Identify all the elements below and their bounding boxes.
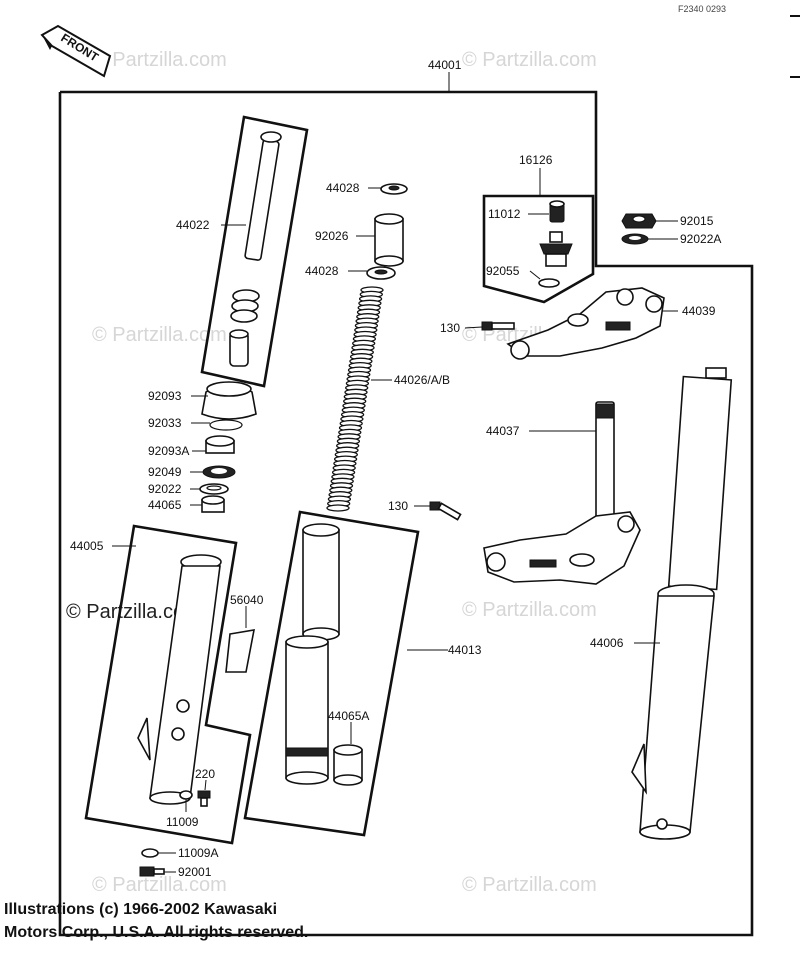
nut-92015	[621, 213, 657, 229]
fork-spring-44026	[326, 286, 384, 512]
label-92015: 92015	[680, 214, 714, 228]
label-44065: 44065	[148, 498, 182, 512]
label-44022: 44022	[176, 218, 210, 232]
label-44065A: 44065A	[328, 709, 369, 723]
label-92093: 92093	[148, 389, 182, 403]
label-92049: 92049	[148, 465, 182, 479]
label-92022A: 92022A	[680, 232, 721, 246]
washer-92022A	[621, 233, 649, 245]
copyright-line-1: Illustrations (c) 1966-2002 Kawasaki	[4, 901, 278, 918]
label-44005: 44005	[70, 539, 104, 553]
label-11009A: 11009A	[178, 846, 218, 860]
damper-rod-44022	[229, 131, 282, 367]
fork-leg-assembly-44006	[631, 367, 733, 840]
label-11012: 11012	[488, 207, 521, 221]
spring-seat-44028-bottom	[366, 266, 396, 280]
label-92055: 92055	[486, 264, 520, 278]
gasket-11009	[179, 790, 193, 800]
dust-seal-92093	[201, 381, 257, 420]
o-ring-92055	[538, 278, 560, 288]
watermark-main: © Partzilla.com	[66, 601, 201, 623]
label-16126: 16126	[519, 153, 553, 167]
label-44037: 44037	[486, 424, 520, 438]
washer-92022	[199, 483, 229, 495]
seal-92093A	[205, 435, 235, 454]
upper-bracket-44039	[506, 287, 665, 360]
spacer-92026	[374, 213, 404, 267]
label-130-lower: 130	[388, 499, 408, 513]
air-valve-cap-11012	[549, 200, 565, 223]
label-44013: 44013	[448, 643, 482, 657]
label-92093A: 92093A	[148, 444, 189, 458]
label-56040: 56040	[230, 593, 264, 607]
oil-seal-92049	[202, 465, 236, 479]
watermark: © Partzilla.com	[92, 874, 227, 896]
label-44026: 44026/A/B	[394, 373, 450, 387]
label-44028-bottom: 44028	[305, 264, 339, 278]
subframe-16126	[482, 194, 595, 304]
label-44028-top: 44028	[326, 181, 360, 195]
assembly-frame-44001	[58, 90, 754, 937]
screw-220	[197, 790, 211, 807]
spring-coil	[326, 504, 350, 512]
watermark: © Partzilla.com	[462, 874, 597, 896]
bushing-44065A	[333, 744, 363, 786]
inner-tube-44013	[285, 523, 340, 785]
watermark: © Partzilla.com	[92, 49, 227, 71]
front-direction-arrow: FRONT	[40, 24, 112, 78]
circlip-92033	[209, 419, 243, 431]
gasket-11009A	[141, 848, 159, 858]
label-44001: 44001	[428, 58, 462, 72]
label-220: 220	[195, 767, 215, 781]
label-44006: 44006	[590, 636, 624, 650]
label-44039: 44039	[682, 304, 716, 318]
bolt-130-upper	[481, 321, 515, 331]
label-92001: 92001	[178, 865, 212, 879]
bushing-44065	[201, 495, 225, 513]
watermark: © Partzilla.com	[462, 599, 597, 621]
subframe-44013	[243, 510, 420, 837]
watermark: © Partzilla.com	[92, 324, 227, 346]
label-11009: 11009	[166, 815, 199, 829]
label-92022: 92022	[148, 482, 182, 496]
watermark: © Partzilla.com	[462, 49, 597, 71]
document-code: F2340 0293	[678, 4, 726, 14]
spring-seat-44028-top	[380, 183, 408, 195]
drain-screw-92001	[139, 866, 165, 877]
copyright-notice: Illustrations (c) 1966-2002 Kawasaki Mot…	[4, 898, 404, 944]
label-130-upper: 130	[440, 321, 460, 335]
label-92033: 92033	[148, 416, 182, 430]
label-92026: 92026	[315, 229, 349, 243]
copyright-line-2: Motors Corp., U.S.A. All rights reserved…	[4, 924, 309, 941]
bolt-130-lower	[429, 501, 462, 521]
reflector-56040	[225, 629, 256, 673]
subframe-44022	[200, 115, 309, 388]
steering-stem-44037	[483, 401, 641, 585]
air-valve-body	[539, 231, 573, 267]
subframe-44005	[84, 524, 252, 845]
